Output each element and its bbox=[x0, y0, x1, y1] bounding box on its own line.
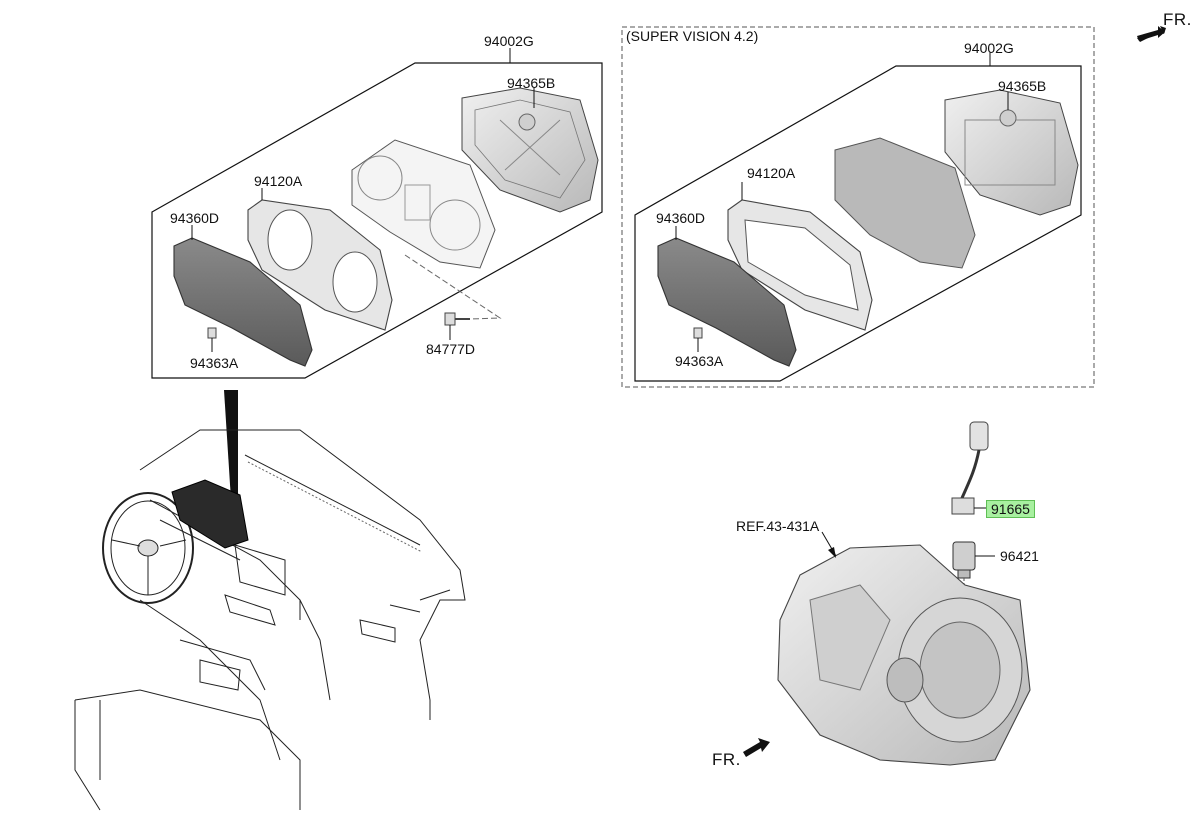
label-speed-sensor: 96421 bbox=[1000, 548, 1039, 564]
label-left-screw: 84777D bbox=[426, 341, 476, 357]
label-front-top: FR. bbox=[1163, 10, 1192, 29]
label-front-bottom: FR. bbox=[712, 750, 741, 769]
front-direction-arrow-icon bbox=[1137, 26, 1166, 42]
car-cluster-highlight bbox=[171, 479, 249, 549]
label-right-assembly: 94002G bbox=[964, 40, 1014, 56]
transaxle-ref-arrowhead bbox=[828, 547, 836, 558]
transaxle-housing bbox=[777, 544, 1031, 766]
label-wire-harness[interactable]: 91665 bbox=[986, 500, 1035, 518]
wire-harness bbox=[951, 421, 989, 515]
label-right-lens: 94360D bbox=[656, 210, 706, 226]
cluster-callout-pointer bbox=[224, 390, 238, 500]
label-left-lens: 94360D bbox=[170, 210, 220, 226]
left-screw bbox=[404, 254, 502, 340]
left-lens bbox=[173, 237, 313, 367]
car-dashboard-illustration bbox=[74, 429, 466, 811]
left-back-cover bbox=[461, 87, 599, 213]
super-vision-dashed-box bbox=[621, 26, 1095, 388]
label-left-clip: 94363A bbox=[190, 355, 239, 371]
left-dial-face bbox=[351, 139, 496, 269]
label-left-back-cover: 94365B bbox=[507, 75, 556, 91]
label-transaxle-ref: REF.43-431A bbox=[736, 518, 820, 534]
label-left-assembly: 94002G bbox=[484, 33, 534, 49]
label-right-clip: 94363A bbox=[675, 353, 724, 369]
right-display-panel bbox=[834, 137, 976, 269]
right-bezel bbox=[727, 199, 873, 331]
right-assembly-frame bbox=[634, 52, 1082, 382]
label-right-back-cover: 94365B bbox=[998, 78, 1047, 94]
right-lens bbox=[657, 237, 797, 367]
left-assembly-frame bbox=[151, 48, 603, 379]
left-clip bbox=[207, 327, 217, 352]
label-right-bezel: 94120A bbox=[747, 165, 796, 181]
label-left-bezel: 94120A bbox=[254, 173, 303, 189]
right-clip bbox=[693, 327, 703, 352]
left-bezel bbox=[247, 199, 393, 331]
right-back-cover bbox=[944, 89, 1079, 216]
super-vision-title: (SUPER VISION 4.2) bbox=[626, 28, 759, 44]
front-direction-arrow-icon bbox=[743, 738, 770, 757]
